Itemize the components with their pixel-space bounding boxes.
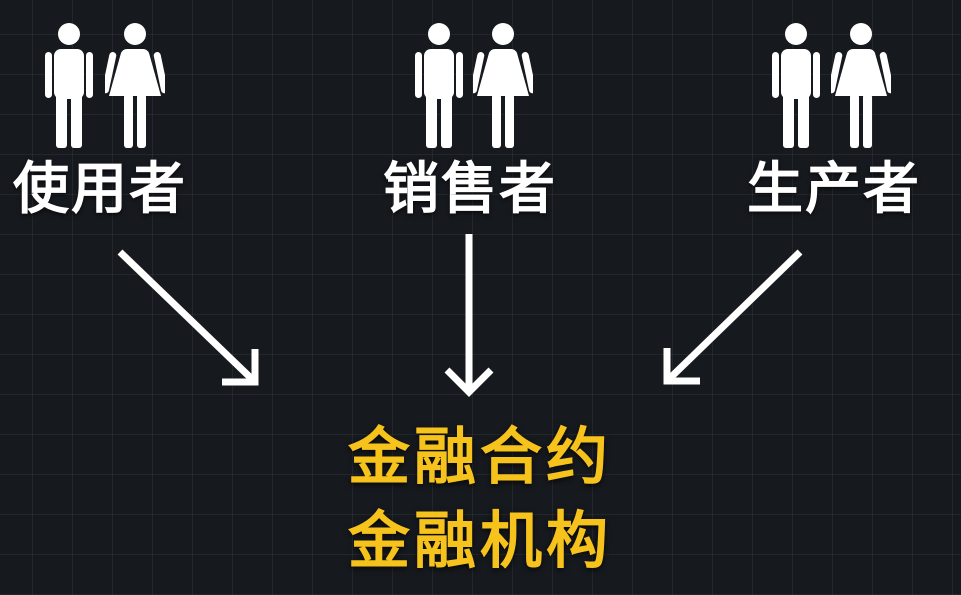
target-line-financial-contract: 金融合约: [347, 420, 612, 493]
label-seller: 销售者: [383, 157, 557, 222]
woman-icon: [105, 23, 165, 148]
woman-icon: [831, 23, 891, 148]
arrow-seller-to-target: [444, 234, 494, 397]
people-icons: [0, 22, 220, 154]
label-user: 使用者: [13, 157, 187, 222]
man-icon: [772, 23, 820, 148]
people-icons: [360, 22, 580, 154]
man-icon: [45, 23, 93, 148]
woman-icon: [473, 23, 533, 148]
label-producer: 生产者: [747, 157, 921, 222]
arrow-user-to-target: [117, 249, 259, 386]
target-line-financial-institution: 金融机构: [347, 504, 612, 577]
group-producer: 生产者: [714, 22, 934, 232]
group-user: 使用者: [0, 22, 220, 232]
arrow-producer-to-target: [663, 249, 803, 385]
people-icons: [714, 22, 934, 154]
man-icon: [415, 23, 463, 148]
group-seller: 销售者: [360, 22, 580, 232]
